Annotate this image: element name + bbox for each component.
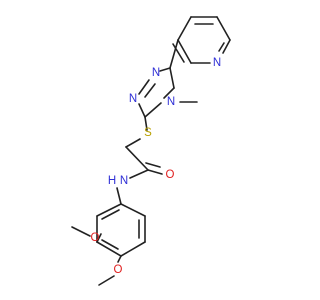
bond <box>71 226 91 237</box>
bond <box>116 187 122 205</box>
amide-hydrogen-label: H <box>108 175 116 187</box>
sulfur-label: S <box>144 127 152 139</box>
amide-nitrogen-label: N <box>120 175 128 187</box>
bond <box>163 87 175 99</box>
bond <box>138 79 150 95</box>
bond <box>218 42 225 52</box>
bond <box>147 169 163 175</box>
pyridine-nitrogen-label: N <box>213 57 221 69</box>
bond <box>172 43 185 63</box>
bond <box>101 239 119 250</box>
molecule-canvas: N N N N S O N H O O <box>71 16 231 286</box>
bond <box>177 16 192 41</box>
bond <box>169 67 175 89</box>
bond <box>144 102 162 118</box>
bond <box>159 67 171 72</box>
bond <box>98 275 115 286</box>
bond <box>177 39 192 64</box>
bond <box>125 146 149 171</box>
bond <box>120 203 146 217</box>
bond <box>96 241 122 257</box>
bond <box>96 203 122 217</box>
bond <box>101 209 120 220</box>
pyridine-ring <box>172 16 231 64</box>
bond <box>125 138 141 148</box>
methoxy-oxygen-1-label: O <box>91 232 100 244</box>
dimethoxyphenyl-ring <box>96 203 146 257</box>
bond <box>117 255 122 263</box>
triazole-nitrogen-1-label: N <box>152 67 160 79</box>
triazole-nitrogen-4-label: N <box>167 96 175 108</box>
bond <box>120 241 146 257</box>
bond <box>145 162 161 168</box>
bond <box>222 39 231 54</box>
carbonyl-oxygen-label: O <box>166 169 175 181</box>
bond <box>216 16 231 41</box>
bond <box>144 116 148 131</box>
bond <box>144 83 156 98</box>
bond <box>129 169 149 179</box>
methoxy-oxygen-2-label: O <box>114 264 123 276</box>
bond <box>138 103 146 118</box>
bond <box>169 39 179 69</box>
triazole-nitrogen-2-label: N <box>129 93 137 105</box>
molecule-structure: N N N N S O N H O O <box>71 16 231 286</box>
bond <box>96 233 102 243</box>
triazole-ring <box>138 67 175 118</box>
